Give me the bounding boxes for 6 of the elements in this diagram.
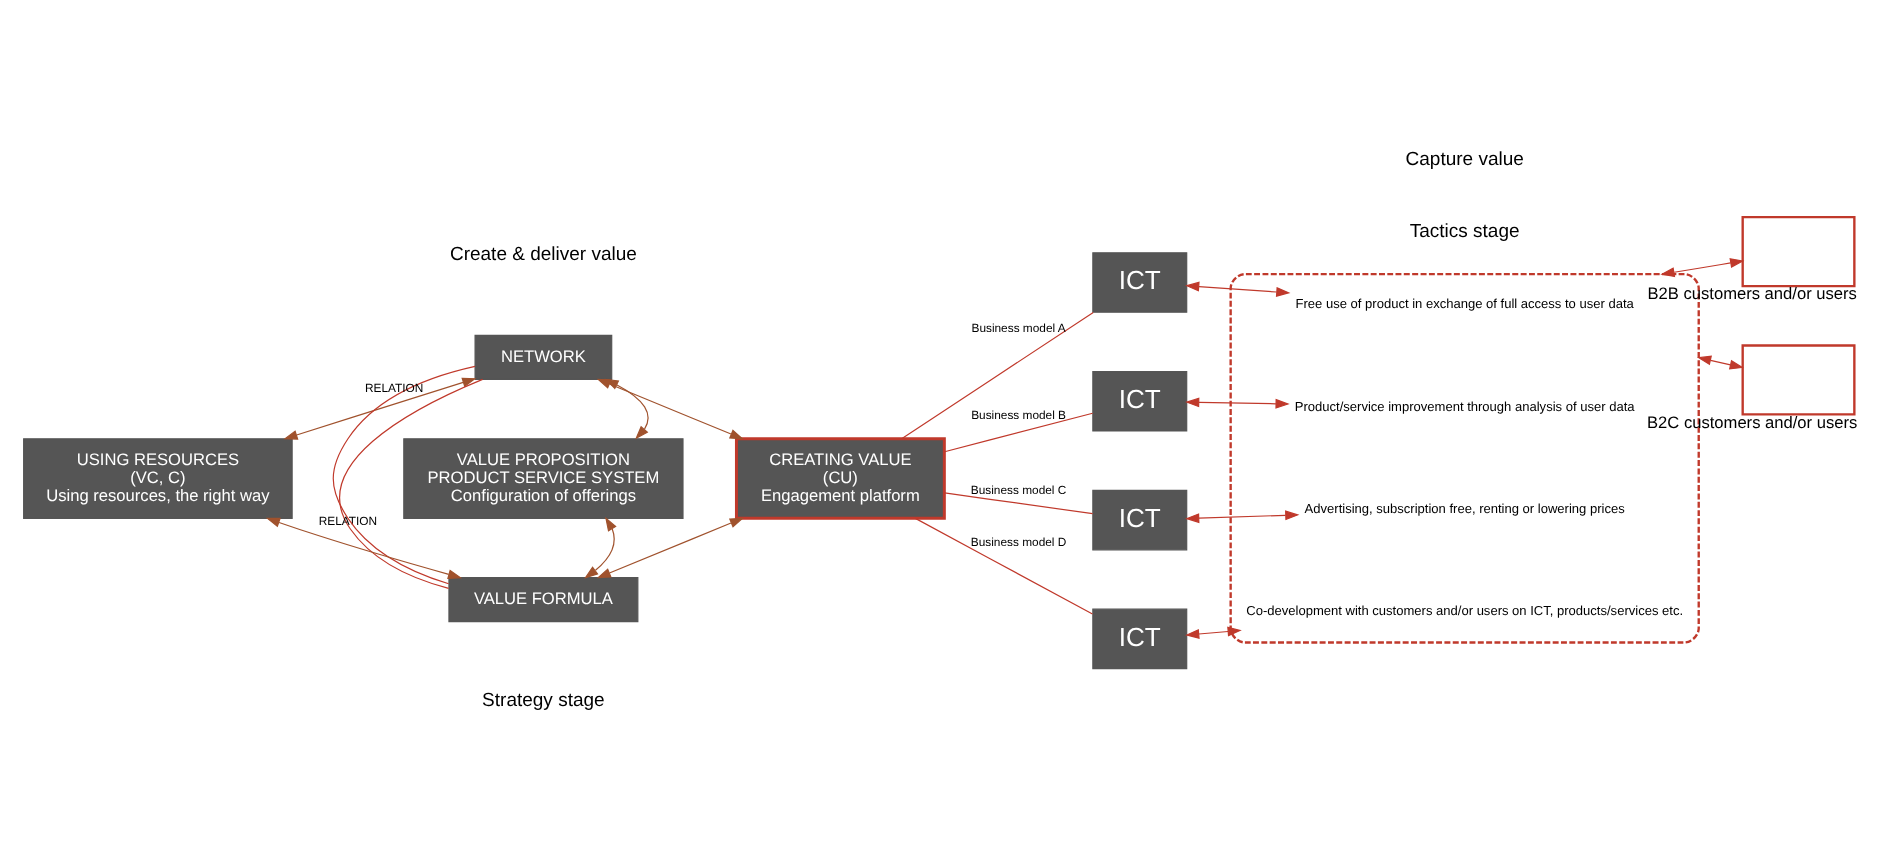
label: Tactics stage	[1409, 221, 1520, 244]
label: Create & deliver value	[449, 243, 637, 266]
label: Strategy stage	[482, 690, 605, 713]
node-label: B2B customers and/or users	[1647, 283, 1857, 304]
node-label: B2C customers and/or users	[1647, 411, 1858, 432]
label: Capture value	[1405, 148, 1524, 171]
